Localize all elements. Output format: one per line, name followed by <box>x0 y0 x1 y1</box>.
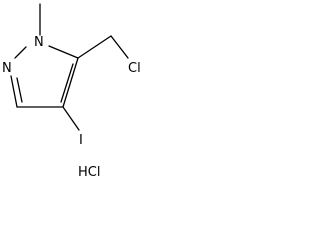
bond-c4-i <box>62 106 80 131</box>
atom-iodine-label: I <box>79 133 83 148</box>
atom-n1-label: N <box>34 35 44 50</box>
bond-n1-c5 <box>48 45 79 59</box>
bond-c5-ch2 <box>77 35 112 59</box>
bonds <box>10 3 129 131</box>
bond-c5-c4 <box>62 57 79 108</box>
atom-labels: N N I Cl <box>2 35 141 148</box>
bond-c3-n2 <box>10 75 18 108</box>
atom-chlorine-label: Cl <box>128 61 141 76</box>
bond-n2-n1 <box>14 46 27 59</box>
atom-n2-label: N <box>2 61 12 76</box>
bond-c3-n2-inner <box>16 77 23 103</box>
bond-c5-c4-inner <box>60 63 74 103</box>
bond-ch2-cl <box>110 35 129 59</box>
structure-diagram: N N I Cl HCl <box>2 3 141 180</box>
salt-label: HCl <box>78 165 100 180</box>
